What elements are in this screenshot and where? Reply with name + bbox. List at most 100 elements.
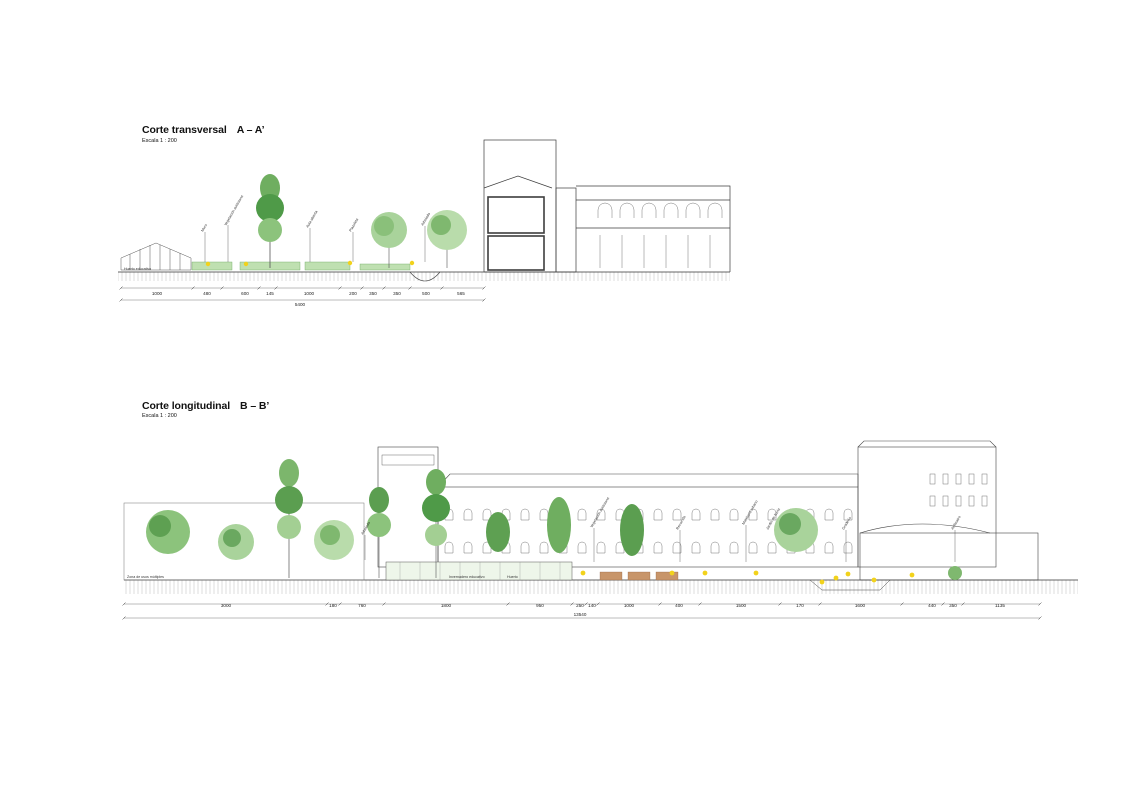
tree-tall-b3 <box>422 469 450 578</box>
annotation-label: Anfiteatro <box>950 515 961 530</box>
tree-round-a2 <box>427 210 467 268</box>
section-b-code: B – B’ <box>240 400 270 412</box>
dimension-tick <box>338 602 342 606</box>
tree-round-b2 <box>218 524 254 560</box>
annotation-label: Plazoleta <box>348 218 359 233</box>
facade-window <box>691 541 701 554</box>
dimension-tick <box>122 616 126 620</box>
dimension-tick <box>482 286 486 290</box>
dimension-label: 1500 <box>736 603 747 608</box>
section-b-title-text: Corte longitudinal <box>142 400 231 412</box>
dimension-tick <box>220 286 224 290</box>
tree-tall-b4 <box>486 512 510 552</box>
dimension-tick <box>584 602 588 606</box>
annotation-label: Vegetación autóctona <box>223 195 244 227</box>
facade-window <box>710 508 720 521</box>
dimension-label: 1800 <box>441 603 452 608</box>
dimension-label: 350 <box>949 603 957 608</box>
facade-windows <box>444 473 988 554</box>
facade-window <box>843 508 853 521</box>
dimension-label: 145 <box>266 291 274 296</box>
annotation-label: Vegetación autóctona <box>589 497 610 529</box>
facade-window <box>653 508 663 521</box>
people-a <box>205 260 415 267</box>
dimension-label: 760 <box>358 603 366 608</box>
dimension-tick <box>382 286 386 290</box>
dimension-label: 1600 <box>855 603 866 608</box>
annotation-label: Huerto <box>507 575 518 579</box>
dimension-tick <box>506 602 510 606</box>
dimension-label: 480 <box>203 291 211 296</box>
dimension-tick <box>900 602 904 606</box>
dimension-label: 500 <box>422 291 430 296</box>
annotation-label: Recorrido <box>675 515 686 531</box>
facade-window <box>729 508 739 521</box>
dimension-tick <box>596 602 600 606</box>
dimension-tick <box>698 602 702 606</box>
dimension-label: 1000 <box>304 291 315 296</box>
dimension-label: 565 <box>457 291 465 296</box>
section-b-ground-hatch <box>124 580 1078 594</box>
dimension-total: 13540 <box>574 612 587 617</box>
annotation-label: Arbolado <box>360 521 371 535</box>
tree-round-b4 <box>774 508 818 552</box>
dimension-tick <box>338 286 342 290</box>
facade-window <box>539 541 549 554</box>
facade-window <box>463 541 473 554</box>
section-b-title: Corte longitudinal B – B’ <box>142 400 269 412</box>
tree-tall-a <box>256 174 284 268</box>
dimension-tick <box>570 602 574 606</box>
dimension-label: 350 <box>393 291 401 296</box>
building-a <box>483 139 731 273</box>
dimension-tick <box>360 286 364 290</box>
dimension-label: 3000 <box>221 603 232 608</box>
facade-window <box>520 541 530 554</box>
dimension-tick <box>658 602 662 606</box>
dimension-tick <box>257 286 261 290</box>
annotation-label: Huerto educativo <box>124 267 151 271</box>
annotation-label: Muro <box>200 223 208 232</box>
facade-window <box>596 508 606 521</box>
section-a-ground-hatch <box>118 272 730 281</box>
facade-window <box>520 508 530 521</box>
dimension-tick <box>408 286 412 290</box>
annotation-label: Graderío <box>841 516 852 530</box>
dimension-label: 400 <box>675 603 683 608</box>
boundary-wall-b <box>123 502 365 581</box>
sunken-pit-a <box>409 271 441 282</box>
facade-window <box>824 541 834 554</box>
tower-window <box>968 473 975 485</box>
greenhouse-b-ribs <box>399 562 561 580</box>
dimension-tick <box>122 602 126 606</box>
building-a-arches <box>597 202 723 268</box>
shrub-b <box>948 566 962 580</box>
people-b <box>580 570 915 585</box>
dimension-total: 5400 <box>295 302 306 307</box>
tower-window <box>968 495 975 507</box>
annotation-label: Mobiliario urbano <box>741 500 758 526</box>
tower-window <box>981 495 988 507</box>
tower-window <box>942 473 949 485</box>
facade-window <box>444 541 454 554</box>
section-a-scale: Escala 1 : 200 <box>142 138 177 144</box>
tree-round-b1 <box>146 510 190 554</box>
dimension-tick <box>1038 616 1042 620</box>
tree-tall-b5 <box>547 497 571 553</box>
facade-window <box>577 541 587 554</box>
tree-round-b3 <box>314 520 354 560</box>
dimension-label: 180 <box>329 603 337 608</box>
annotation-label: Arbolado <box>420 212 431 226</box>
dimension-label: 950 <box>536 603 544 608</box>
tag-leaders-b <box>364 525 956 562</box>
dimension-label: 200 <box>349 291 357 296</box>
dimension-label: 600 <box>241 291 249 296</box>
dimension-label: 140 <box>588 603 596 608</box>
facade-window <box>482 508 492 521</box>
garden-beds-a <box>191 261 411 271</box>
dimension-tick <box>382 602 386 606</box>
